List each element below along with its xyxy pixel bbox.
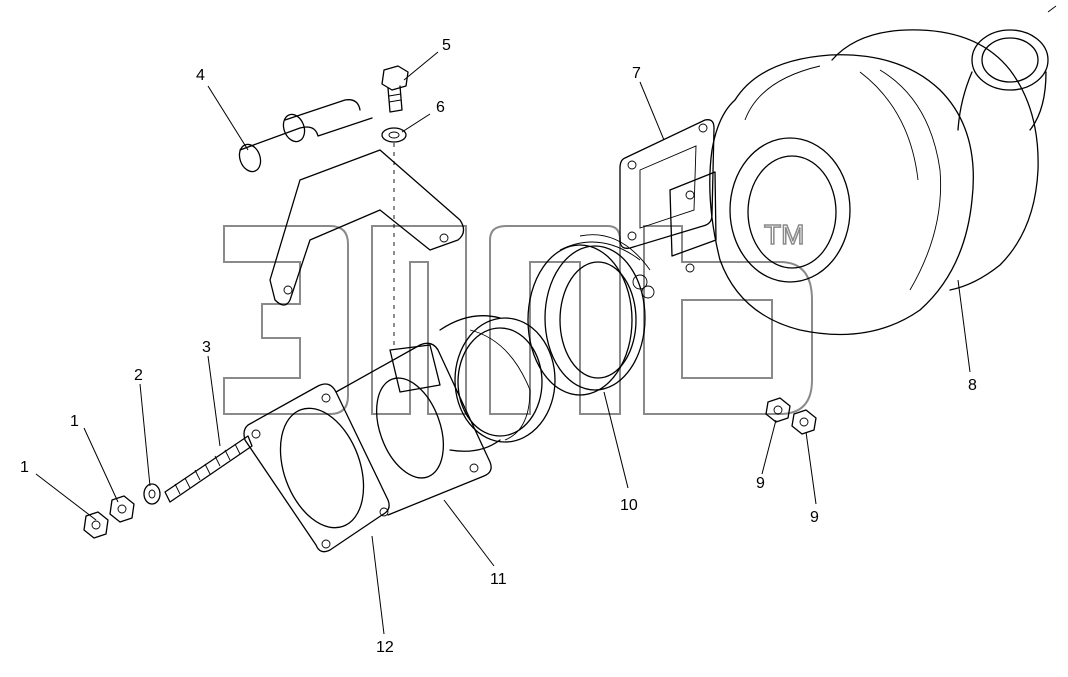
callout-7: 7 (632, 65, 641, 82)
callout-11: 11 (490, 571, 507, 588)
washer (381, 127, 407, 143)
bolt (381, 65, 409, 113)
callout-8: 8 (968, 377, 977, 394)
callout-3: 3 (202, 339, 211, 356)
leader-lines (35, 51, 971, 635)
stud (164, 435, 253, 503)
corner-mark-icon (1047, 5, 1057, 13)
nut-1a (109, 495, 135, 523)
v-band-clamp (527, 234, 655, 396)
trademark-mark: TM (764, 219, 804, 250)
bracket (238, 99, 465, 306)
callouts: 1 1 2 3 4 5 6 7 8 9 9 10 11 12 (20, 37, 977, 656)
callout-12: 12 (376, 639, 394, 656)
callout-1b: 1 (70, 413, 79, 430)
callout-6: 6 (436, 99, 445, 116)
callout-1a: 1 (20, 459, 29, 476)
gasket-flange (619, 119, 717, 273)
nut-9b (791, 409, 817, 435)
turbocharger (709, 29, 1049, 336)
callout-10: 10 (620, 497, 638, 514)
washer-2 (143, 483, 161, 505)
callout-2: 2 (134, 367, 143, 384)
watermark-logo: TM (223, 218, 813, 415)
mounting-plate (243, 342, 492, 553)
callout-9a: 9 (756, 475, 765, 492)
callout-9b: 9 (810, 509, 819, 526)
callout-5: 5 (442, 37, 451, 54)
callout-4: 4 (196, 67, 205, 84)
nut-1b (83, 511, 109, 539)
nut-9a (765, 397, 791, 423)
